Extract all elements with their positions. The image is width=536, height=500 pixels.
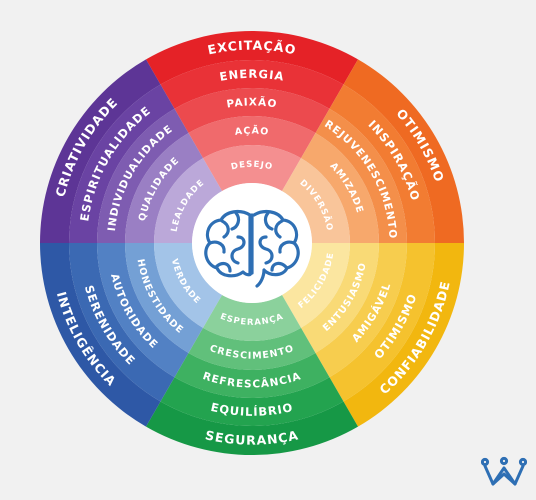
- color-rings: [40, 30, 464, 456]
- ring-segment-red-3: [174, 88, 330, 134]
- crown-logo-icon: [481, 456, 527, 486]
- ring-segment-orange-1: [343, 59, 464, 244]
- ring-segment-yellow-1: [343, 243, 464, 427]
- label-red-ring-5: DESEJO: [230, 160, 274, 173]
- ring-segment-red-4: [188, 115, 316, 159]
- ring-segment-purple-3: [97, 108, 189, 244]
- label-green-ring-2: EQUILÍBRIO: [209, 400, 294, 419]
- ring-segment-blue-2: [69, 243, 175, 402]
- ring-segment-yellow-3: [315, 243, 407, 378]
- ring-segment-yellow-4: [301, 243, 379, 353]
- ring-segment-orange-4: [301, 133, 379, 243]
- label-red-ring-3: PAIXÃO: [226, 96, 278, 111]
- ring-segment-yellow-2: [329, 243, 435, 402]
- ring-segment-purple-4: [124, 133, 203, 243]
- ring-segment-green-2: [160, 377, 344, 426]
- ring-segment-blue-4: [125, 243, 203, 353]
- ring-segment-blue-1: [40, 243, 161, 427]
- ring-segment-purple-2: [69, 84, 175, 244]
- ring-segment-orange-5: [282, 158, 350, 243]
- ring-segment-purple-1: [40, 59, 161, 244]
- ring-segment-green-3: [174, 352, 330, 398]
- ring-segment-green-5: [203, 294, 301, 341]
- ring-segment-red-5: [203, 145, 301, 192]
- label-red-ring-4: AÇÃO: [234, 126, 270, 138]
- ring-segment-orange-3: [315, 108, 407, 244]
- ring-segment-purple-5: [154, 158, 222, 243]
- ring-segment-green-4: [188, 327, 316, 371]
- ring-segment-green-1: [146, 401, 358, 456]
- ring-segment-blue-3: [97, 243, 189, 378]
- ring-segment-red-2: [160, 60, 344, 109]
- label-green-ring-1: SEGURANÇA: [204, 427, 300, 447]
- ring-segment-yellow-5: [282, 243, 350, 328]
- brain-icon: [204, 209, 300, 288]
- label-red-ring-2: ENERGIA: [218, 67, 285, 84]
- ring-segment-red-1: [146, 30, 358, 85]
- center-hub: [192, 183, 312, 303]
- ring-segment-orange-2: [329, 84, 435, 244]
- ring-segment-blue-5: [154, 243, 222, 328]
